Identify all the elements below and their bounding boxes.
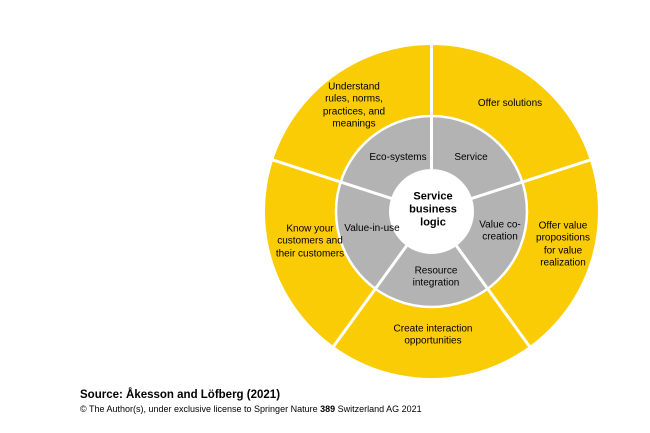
source-line: Source: Åkesson and Löfberg (2021)	[80, 389, 281, 401]
outer-segment-label-understand-rules: Understand rules, norms, practices, and …	[322, 81, 386, 130]
copyright-prefix: © The Author(s), under exclusive license…	[80, 404, 321, 414]
copyright-suffix: Switzerland AG 2021	[335, 404, 422, 414]
outer-segment-label-know-your-customers: Know your customers and their customers	[275, 223, 345, 260]
center-label-service-business-logic: Service business logic	[409, 190, 457, 229]
inner-segment-label-service: Service	[454, 151, 488, 163]
inner-segment-label-value-in-use: Value-in-use	[344, 222, 400, 234]
copyright-page-number: 389	[320, 404, 336, 414]
center-circle	[389, 169, 474, 254]
inner-segment-label-resource-integration: Resource integration	[412, 265, 460, 289]
outer-segment-label-offer-solutions: Offer solutions	[477, 97, 543, 109]
outer-segment-label-offer-value-propositions: Offer value propositions for value reali…	[536, 220, 590, 269]
outer-segment-label-create-interaction: Create interaction opportunities	[393, 323, 473, 347]
copyright-line: © The Author(s), under exclusive license…	[80, 404, 422, 414]
inner-segment-label-value-co-creation: Value co- creation	[479, 219, 521, 243]
inner-segment-label-eco-systems: Eco-systems	[369, 151, 427, 163]
